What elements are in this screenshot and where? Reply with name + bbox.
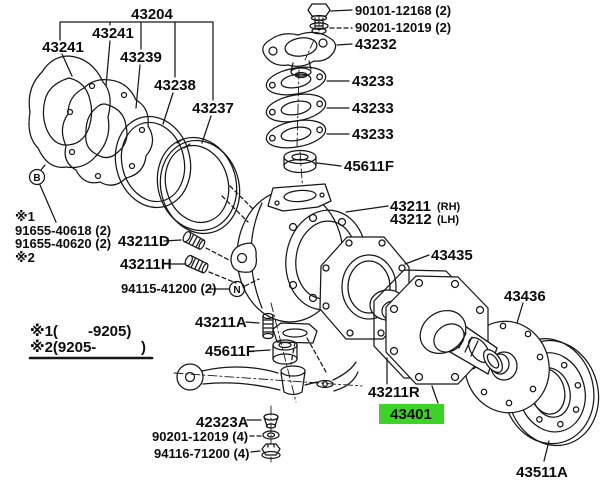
label-43511a: 43511A xyxy=(516,464,568,481)
scalloped-plate-43241 xyxy=(61,79,154,186)
label-note2-open: ※2(9205- xyxy=(30,338,96,356)
label-94116-71200: 94116-71200 (4) xyxy=(154,446,249,461)
label-91655-40620: 91655-40620 (2) xyxy=(15,236,111,251)
label-43239: 43239 xyxy=(120,49,162,66)
axle-shaft-43401 xyxy=(385,275,504,385)
label-ref2: ※2 xyxy=(15,250,35,265)
label-43211r: 43211R xyxy=(368,384,420,401)
label-43238: 43238 xyxy=(154,77,196,94)
label-note2-close: ) xyxy=(141,339,146,356)
label-43436: 43436 xyxy=(504,288,546,305)
castle-nut-icon xyxy=(261,443,281,460)
label-45611f-top: 45611F xyxy=(344,158,394,175)
label-42323a: 42323A xyxy=(196,414,249,431)
label-90201-12019-2: 90201-12019 (2) xyxy=(355,20,451,35)
felt-seal-43241-left xyxy=(28,55,111,169)
kit-bracket-lines xyxy=(59,21,214,144)
label-43211a: 43211A xyxy=(195,314,247,331)
label-43233-1: 43233 xyxy=(352,73,394,90)
knuckle-arm-dashes xyxy=(290,337,327,373)
label-43435: 43435 xyxy=(431,247,473,264)
label-43212-lh: (LH) xyxy=(437,214,459,226)
label-43211-rh: (RH) xyxy=(437,201,461,213)
circle-n-letter: N xyxy=(233,285,240,296)
label-94115-41200: 94115-41200 (2) xyxy=(121,281,216,296)
label-43233-2: 43233 xyxy=(352,100,394,117)
label-90201-12019-4: 90201-12019 (4) xyxy=(152,429,248,444)
label-45611f-low: 45611F xyxy=(205,343,255,360)
label-43211d: 43211D xyxy=(118,233,170,250)
label-43212: 43212 xyxy=(390,211,432,228)
label-note1-close: -9205) xyxy=(88,323,131,340)
steering-arm xyxy=(173,361,363,396)
stud-h-dash xyxy=(208,271,237,284)
leader-lines xyxy=(39,9,550,462)
label-43241-upper: 43241 xyxy=(92,25,134,42)
label-note1-open: ※1( xyxy=(30,322,58,340)
label-90101-12168: 90101-12168 (2) xyxy=(355,3,451,18)
upper-knuckle-arm-43232 xyxy=(262,31,337,79)
label-43401[interactable]: 43401 xyxy=(390,406,432,423)
assembly-centerline-top xyxy=(296,16,320,194)
circle-b-marker: B xyxy=(28,168,46,186)
label-43237: 43237 xyxy=(192,100,234,117)
label-43232: 43232 xyxy=(355,36,397,53)
seal-ring-43239 xyxy=(114,115,192,209)
cone-washer-42323a-icon xyxy=(263,413,279,429)
stud-43211a-icon xyxy=(262,312,274,340)
label-43241-left: 43241 xyxy=(42,39,84,56)
label-ref1: ※1 xyxy=(15,209,35,224)
bearing-45611f-top xyxy=(283,149,317,174)
stud-43211h-icon xyxy=(184,254,209,274)
gasket-43233-3 xyxy=(265,119,327,149)
label-43211h: 43211H xyxy=(120,256,172,273)
highlighted-part-43401[interactable]: 43401 xyxy=(379,404,444,424)
label-43204: 43204 xyxy=(131,6,173,23)
stack-alignment-dashes xyxy=(221,185,255,223)
bearing-45611f-low-icon xyxy=(272,339,298,365)
circle-b-letter: B xyxy=(33,173,40,184)
label-43211: 43211 xyxy=(390,198,431,215)
stud-43211d-icon xyxy=(182,231,206,250)
gasket-43233-1 xyxy=(265,66,327,96)
label-43233-3: 43233 xyxy=(352,126,394,143)
label-91655-40618: 91655-40618 (2) xyxy=(15,223,111,238)
highlight-box[interactable] xyxy=(379,404,444,424)
gasket-43233-2 xyxy=(265,93,327,123)
nut-n-dash xyxy=(244,278,260,287)
stud-d-dash xyxy=(205,247,232,262)
plate-washer-icon xyxy=(262,430,280,440)
snap-ring-43237 xyxy=(156,136,241,235)
circle-n-marker: N xyxy=(228,280,246,298)
